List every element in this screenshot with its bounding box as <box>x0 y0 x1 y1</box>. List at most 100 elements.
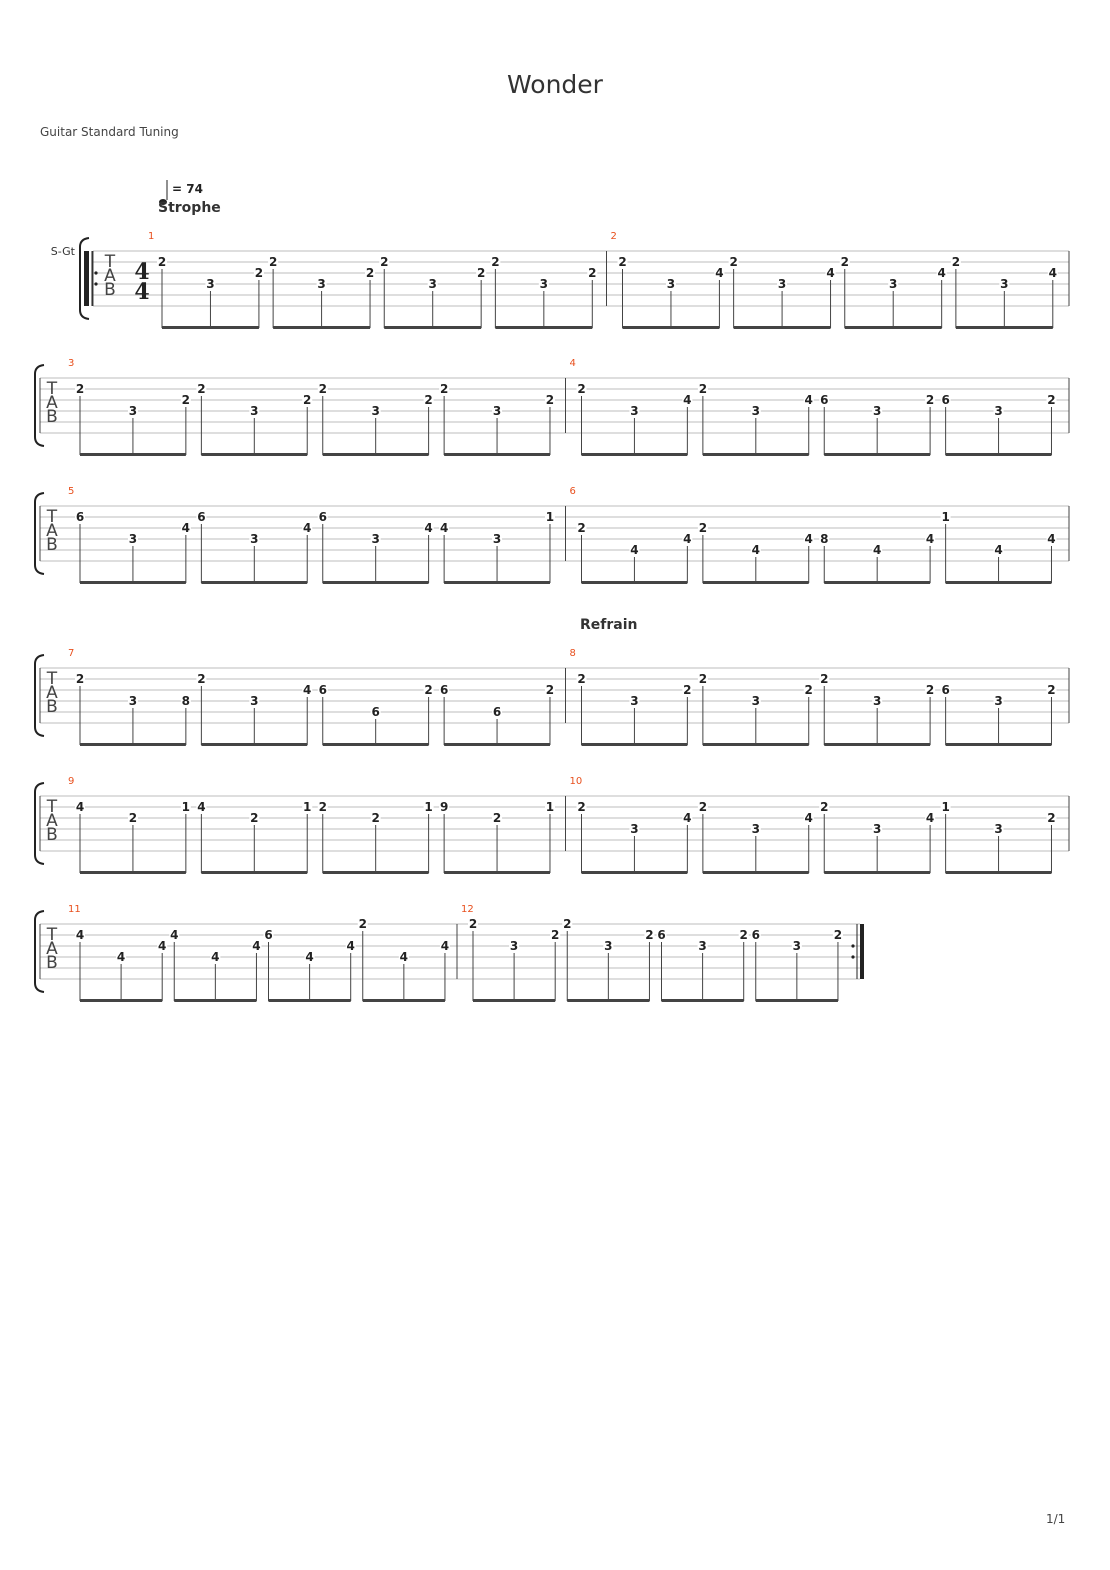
fret-mask <box>196 383 207 395</box>
system-bracket <box>34 492 45 575</box>
fret-number: 6 <box>319 683 327 697</box>
fret-mask <box>819 801 830 813</box>
fret-mask <box>544 511 555 523</box>
fret-mask <box>476 267 487 279</box>
fret-mask <box>750 929 761 941</box>
fret-number: 3 <box>698 939 706 953</box>
fret-number: 6 <box>820 393 828 407</box>
repeat-end-bar <box>860 924 864 979</box>
fret-number: 2 <box>683 683 691 697</box>
fret-mask <box>249 405 260 417</box>
fret-number: 2 <box>1047 811 1055 825</box>
fret-mask <box>127 695 138 707</box>
fret-number: 1 <box>424 800 432 814</box>
fret-mask <box>249 812 260 824</box>
fret-mask <box>345 940 356 952</box>
fret-number: 4 <box>76 928 84 942</box>
fret-number: 3 <box>994 404 1002 418</box>
tempo-marking: = 74 <box>172 182 203 196</box>
fret-number: 3 <box>793 939 801 953</box>
fret-number: 6 <box>197 510 205 524</box>
fret-number: 2 <box>477 266 485 280</box>
fret-mask <box>180 394 191 406</box>
fret-mask <box>439 522 450 534</box>
fret-mask <box>925 812 936 824</box>
fret-mask <box>940 511 951 523</box>
fret-number: 4 <box>805 393 813 407</box>
fret-number: 4 <box>347 939 355 953</box>
fret-mask <box>492 812 503 824</box>
fret-mask <box>1046 812 1057 824</box>
fret-mask <box>180 695 191 707</box>
fret-number: 2 <box>158 255 166 269</box>
fret-mask <box>940 394 951 406</box>
fret-number: 2 <box>469 917 477 931</box>
fret-mask <box>936 267 947 279</box>
fret-number: 2 <box>76 672 84 686</box>
fret-mask <box>302 522 313 534</box>
fret-mask <box>439 801 450 813</box>
section-label: Strophe <box>158 200 221 216</box>
fret-number: 3 <box>873 694 881 708</box>
fret-number: 2 <box>740 928 748 942</box>
fret-number: 2 <box>359 917 367 931</box>
fret-number: 2 <box>182 393 190 407</box>
fret-number: 2 <box>1047 393 1055 407</box>
fret-mask <box>75 383 85 395</box>
fret-number: 6 <box>657 928 665 942</box>
fret-mask <box>357 918 368 930</box>
system-bracket <box>79 237 90 320</box>
fret-mask <box>196 801 207 813</box>
fret-mask <box>544 801 555 813</box>
system-bracket <box>34 782 45 865</box>
fret-number: 4 <box>630 543 638 557</box>
tab-clef-letter: T <box>46 797 58 817</box>
fret-mask <box>750 695 761 707</box>
fret-mask <box>492 706 503 718</box>
fret-number: 3 <box>752 822 760 836</box>
tuning-label: Guitar Standard Tuning <box>40 125 179 139</box>
fret-number: 4 <box>683 811 691 825</box>
fret-mask <box>75 511 85 523</box>
fret-number: 4 <box>926 811 934 825</box>
fret-mask <box>872 823 883 835</box>
fret-number: 2 <box>76 382 84 396</box>
fret-mask <box>538 278 549 290</box>
track-name: S-Gt <box>51 245 76 258</box>
fret-mask <box>180 801 191 813</box>
fret-number: 2 <box>926 683 934 697</box>
fret-number: 2 <box>577 382 585 396</box>
tab-clef-letter: A <box>46 393 58 413</box>
fret-mask <box>697 801 708 813</box>
fret-number: 2 <box>424 683 432 697</box>
fret-number: 1 <box>941 800 949 814</box>
fret-number: 2 <box>491 255 499 269</box>
fret-number: 6 <box>76 510 84 524</box>
measure-number: 2 <box>611 231 617 242</box>
fret-mask <box>263 929 274 941</box>
fret-number: 2 <box>380 255 388 269</box>
fret-mask <box>439 684 450 696</box>
fret-mask <box>888 278 899 290</box>
fret-mask <box>819 673 830 685</box>
fret-mask <box>839 256 850 268</box>
fret-mask <box>777 278 788 290</box>
fret-number: 4 <box>1049 266 1057 280</box>
fret-mask <box>803 533 814 545</box>
fret-number: 2 <box>546 683 554 697</box>
fret-mask <box>439 940 450 952</box>
fret-number: 2 <box>699 800 707 814</box>
fret-mask <box>791 940 802 952</box>
fret-number: 4 <box>303 521 311 535</box>
fret-mask <box>576 522 587 534</box>
fret-mask <box>825 267 836 279</box>
fret-mask <box>249 695 260 707</box>
fret-number: 1 <box>303 800 311 814</box>
fret-mask <box>509 940 520 952</box>
fret-mask <box>728 256 739 268</box>
fret-number: 4 <box>805 532 813 546</box>
fret-number: 3 <box>129 694 137 708</box>
fret-mask <box>803 812 814 824</box>
fret-number: 2 <box>577 800 585 814</box>
measure-number: 3 <box>68 358 74 369</box>
